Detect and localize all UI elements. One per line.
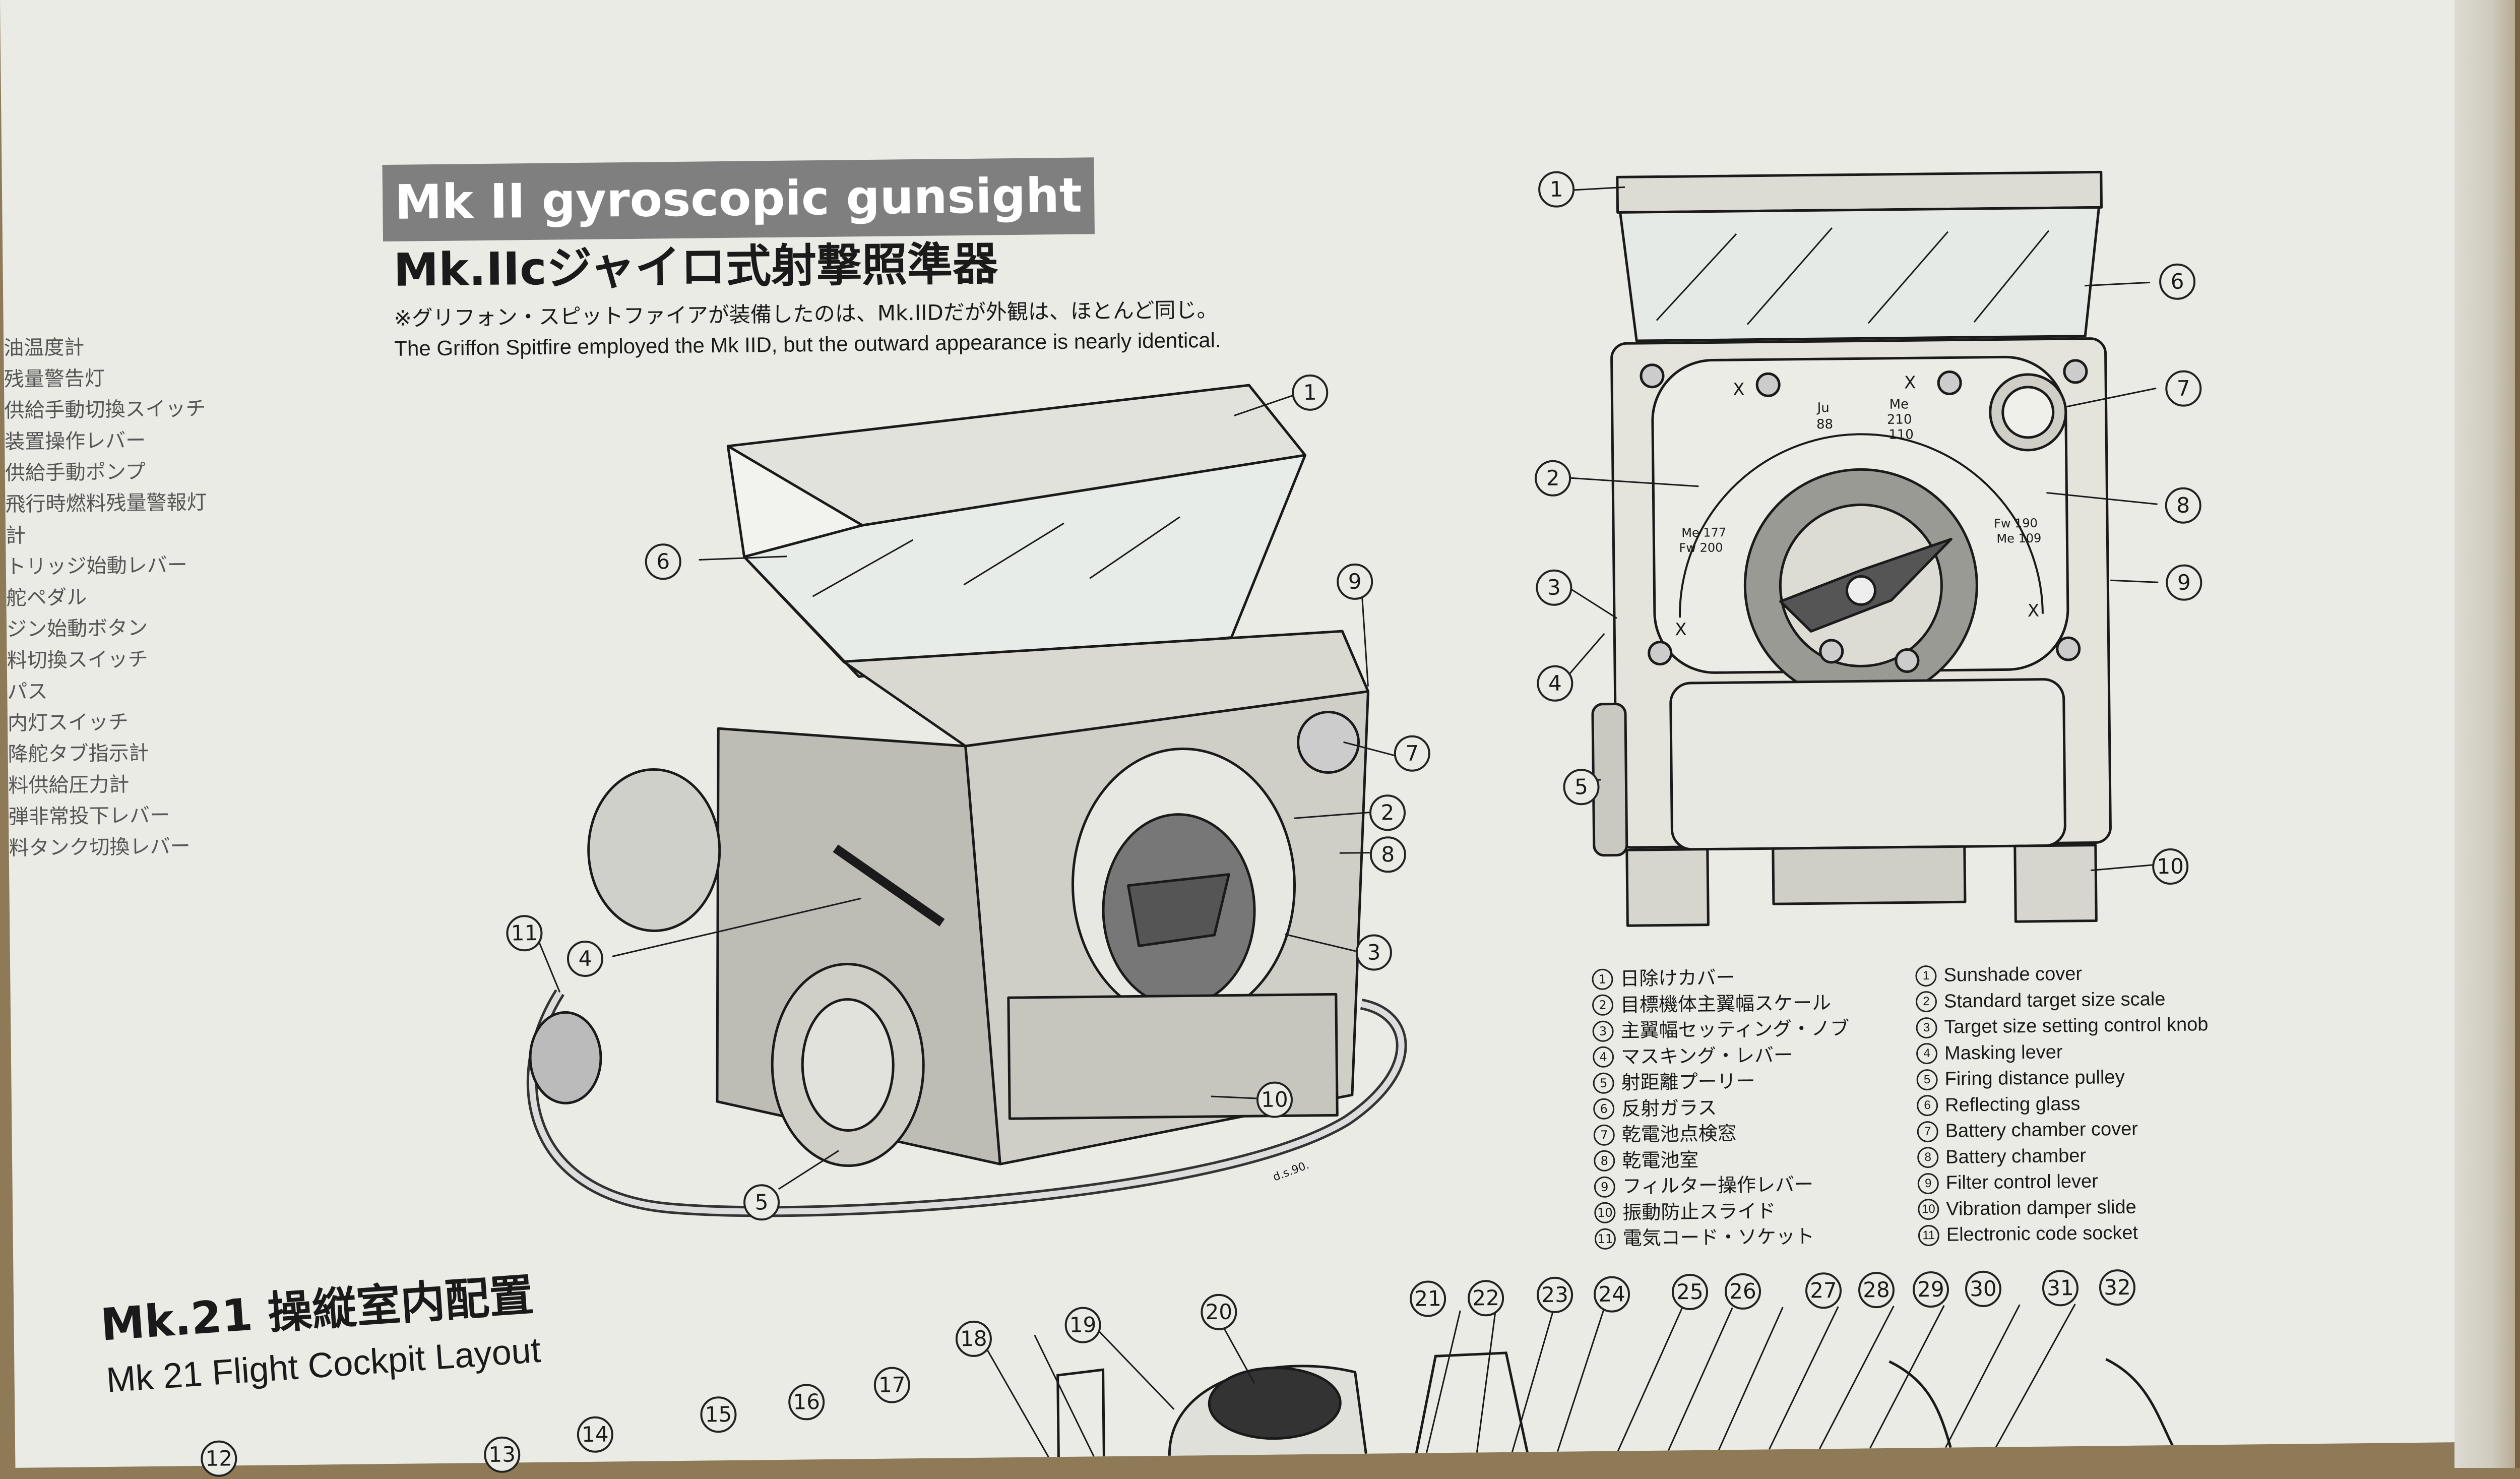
callout-32: 32 [2099,1269,2136,1306]
scale-label: 110 [1888,427,1914,443]
callout-6: 6 [2159,263,2196,300]
callout-13: 13 [483,1436,521,1473]
cockpit-layout-diagram [978,1304,2174,1458]
callout-23: 23 [1536,1276,1573,1314]
scale-label: Me 109 [1996,531,2041,546]
page-edge [2454,0,2515,1468]
scale-label: Ju [1816,400,1830,415]
callout-14: 14 [577,1416,614,1453]
x-mark: X [2028,601,2040,621]
callout-2: 2 [1534,460,1571,497]
scale-label: 210 [1887,412,1912,427]
scale-label: Me [1889,397,1909,412]
callout-1: 1 [1538,171,1575,208]
callout-9: 9 [2165,564,2202,601]
callout-9: 9 [1336,563,1373,600]
callout-29: 29 [1912,1271,1949,1308]
callout-15: 15 [700,1396,737,1433]
callout-3: 3 [1355,934,1393,971]
callout-6: 6 [645,543,682,580]
callout-8: 8 [2165,487,2202,524]
x-mark: X [1675,620,1687,640]
gunsight-front-view-illustration: X X X X Ju 88 Me 210 110 Me 177 Fw 200 F… [1564,170,2159,927]
x-mark: X [1733,380,1745,400]
callout-8: 8 [1369,836,1407,873]
callout-25: 25 [1671,1273,1709,1311]
callout-7: 7 [2165,370,2202,407]
callout-2: 2 [1369,794,1406,831]
callout-28: 28 [1858,1271,1895,1309]
callout-3: 3 [1536,569,1572,606]
callout-20: 20 [1201,1293,1237,1331]
scale-label: Fw 200 [1679,540,1723,555]
callout-24: 24 [1593,1276,1630,1313]
x-mark: X [1904,373,1916,393]
gunsight-perspective-illustration [526,384,1407,1217]
callout-1: 1 [1291,374,1329,411]
callout-4: 4 [566,940,604,977]
scale-label: 88 [1816,417,1833,432]
callout-10: 10 [1256,1081,1293,1119]
scale-label: Me 177 [1681,525,1726,540]
callout-21: 21 [1409,1280,1446,1317]
callout-26: 26 [1724,1273,1761,1310]
callout-7: 7 [1394,735,1431,772]
callout-19: 19 [1064,1307,1102,1344]
callout-5: 5 [743,1184,780,1221]
callout-31: 31 [2042,1269,2079,1307]
callout-12: 12 [200,1440,237,1477]
callout-10: 10 [2152,848,2189,885]
callout-30: 30 [1965,1270,2002,1308]
callout-16: 16 [788,1384,825,1421]
scale-label: Fw 190 [1994,516,2038,531]
callout-4: 4 [1536,665,1573,702]
wood-surface [2515,0,2520,1468]
callout-27: 27 [1805,1272,1842,1309]
callout-22: 22 [1467,1279,1504,1317]
callout-11: 11 [506,914,543,952]
callout-5: 5 [1563,768,1600,806]
callout-18: 18 [955,1320,992,1358]
callout-17: 17 [873,1367,911,1403]
